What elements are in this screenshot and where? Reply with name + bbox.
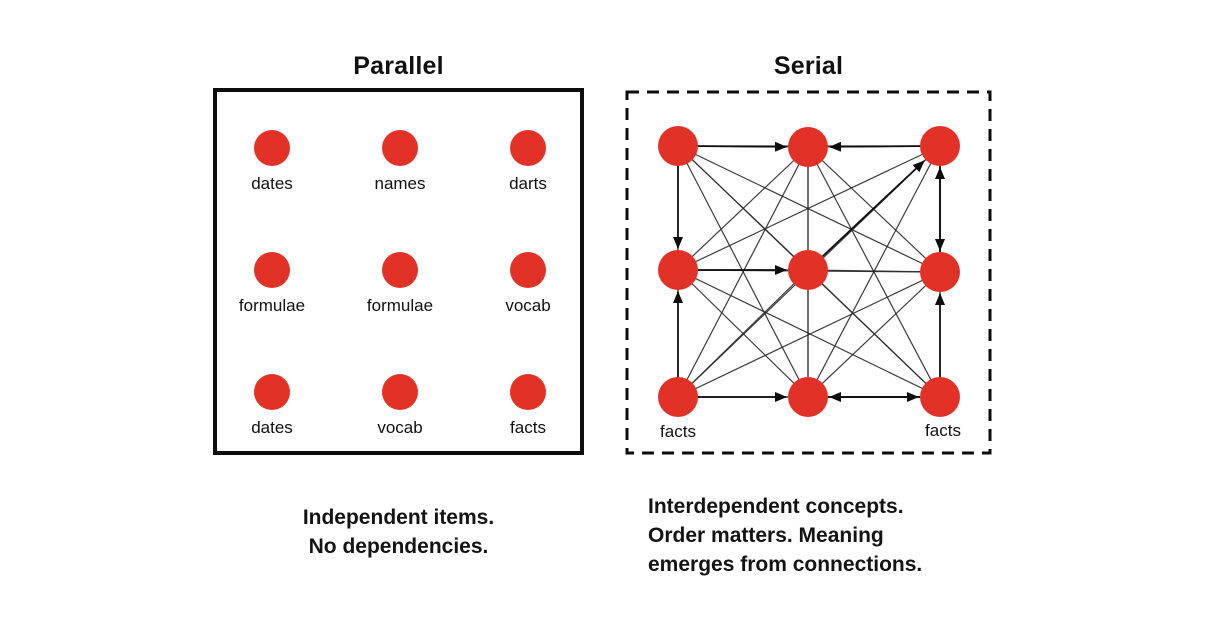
parallel-caption-line: No dependencies. [308,535,489,558]
serial-node-tm [788,127,828,167]
serial-node-bl [658,377,698,417]
graph-arrow [697,141,788,152]
red-circle-node [382,130,418,166]
serial-node-tr [920,126,960,166]
red-circle-node [254,252,290,288]
red-circle-node [510,252,546,288]
graph-edge [677,146,809,398]
graph-edge [807,271,941,398]
red-circle-node [254,130,290,166]
parallel-item: vocab [468,252,588,316]
serial-panel-title: Serial [773,52,844,80]
parallel-item: formulae [340,252,460,316]
parallel-item: names [340,130,460,194]
serial-node-mr [920,252,960,292]
parallel-item: formulae [212,252,332,316]
serial-node-bm [788,377,828,417]
parallel-item: dates [212,374,332,438]
graph-edge [807,269,941,398]
parallel-item: vocab [340,374,460,438]
serial-caption-line: Interdependent concepts. [648,495,904,518]
serial-node-tl [658,126,698,166]
parallel-node-label: facts [510,418,546,437]
parallel-node-label: formulae [366,296,434,315]
parallel-caption-line: Independent items. [302,506,495,529]
parallel-node-label: names [374,174,426,193]
parallel-panel-title: Parallel [353,52,444,80]
parallel-panel-box: dates names darts formulae formulae voca… [213,88,584,455]
serial-caption: Interdependent concepts. Order matters. … [648,492,1008,579]
parallel-node-label: vocab [377,418,423,437]
parallel-item: facts [468,374,588,438]
red-circle-node [382,252,418,288]
red-circle-node [510,130,546,166]
parallel-node-label: vocab [505,296,551,315]
dashed-border [625,90,992,455]
serial-caption-line: emerges from connections. [648,553,923,576]
graph-arrow [828,141,921,152]
red-circle-node [510,374,546,410]
graph-edge [677,271,941,398]
serial-node-ml [658,250,698,290]
serial-panel-box [625,90,992,455]
serial-graph [625,90,992,455]
parallel-node-label: darts [509,174,547,193]
parallel-item: darts [468,130,588,194]
serial-nodes [658,126,960,417]
serial-arrows [673,141,945,402]
red-circle-node [382,374,418,410]
serial-node-label-bottom-right: facts [925,421,961,440]
parallel-node-label: dates [251,174,293,193]
graph-edge [677,145,941,273]
serial-node-mc [788,250,828,290]
graph-edge [807,269,941,273]
parallel-item: dates [212,130,332,194]
serial-node-br [920,377,960,417]
parallel-caption: Independent items. No dependencies. [213,503,584,561]
graph-edge [677,146,809,271]
serial-node-label-bottom-left: facts [660,422,696,441]
serial-caption-line: Order matters. Meaning [648,524,884,547]
graph-edge [677,269,809,398]
graph-edge [677,145,941,271]
graph-edge [677,269,941,398]
parallel-node-label: formulae [238,296,306,315]
red-circle-node [254,374,290,410]
graph-arrow [821,160,925,257]
parallel-node-label: dates [251,418,293,437]
